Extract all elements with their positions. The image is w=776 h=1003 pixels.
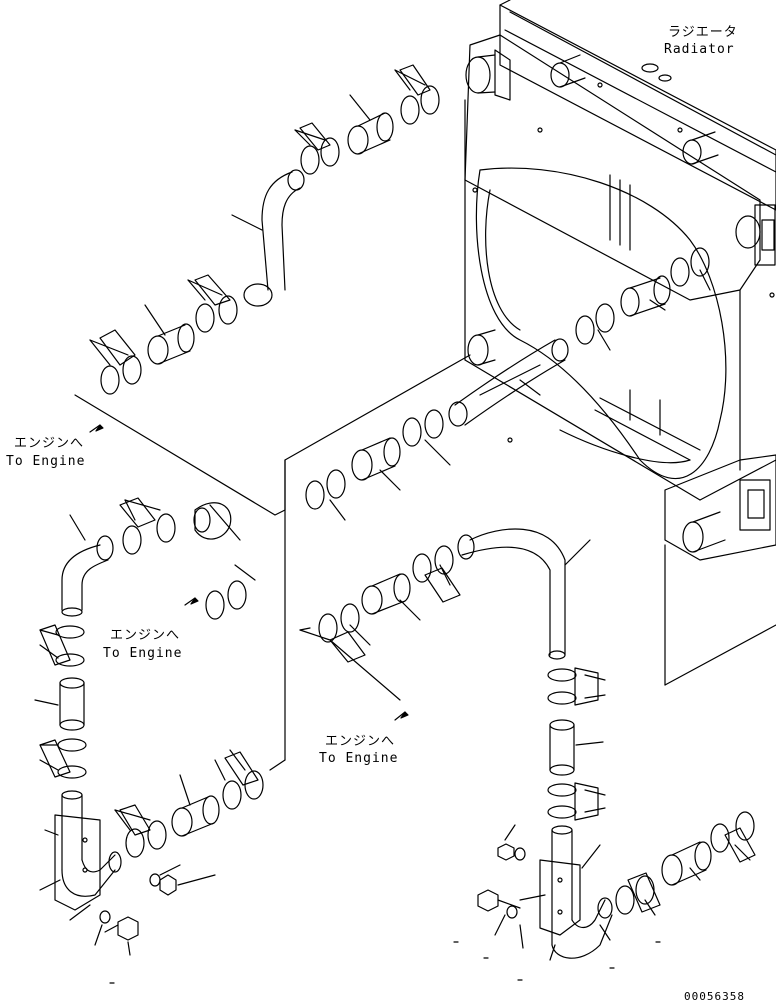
radiator-assembly: [465, 0, 776, 685]
to-engine-2-label-en: To Engine: [103, 646, 183, 661]
arrow-markers: [90, 425, 408, 720]
middle-hose-assembly: [306, 248, 710, 520]
lower-leader-frame: [300, 628, 400, 700]
drawing-code: 00056358: [684, 990, 745, 1003]
to-engine-2-label-jp: エンジンへ: [110, 628, 181, 643]
to-engine-3-label-en: To Engine: [319, 751, 399, 766]
upper-hose-assembly: [90, 65, 439, 394]
radiator-label-en: Radiator: [664, 42, 735, 57]
radiator-label-jp: ラジエータ: [668, 25, 738, 40]
to-engine-1-label-en: To Engine: [6, 454, 86, 469]
to-engine-1-label-jp: エンジンへ: [14, 436, 85, 451]
left-hose-assembly: [35, 460, 285, 955]
upper-leader-frame: [75, 355, 470, 515]
bottom-dash-marks: [110, 942, 660, 983]
right-hose-assembly: [319, 529, 755, 960]
to-engine-3-label-jp: エンジンへ: [325, 734, 396, 749]
